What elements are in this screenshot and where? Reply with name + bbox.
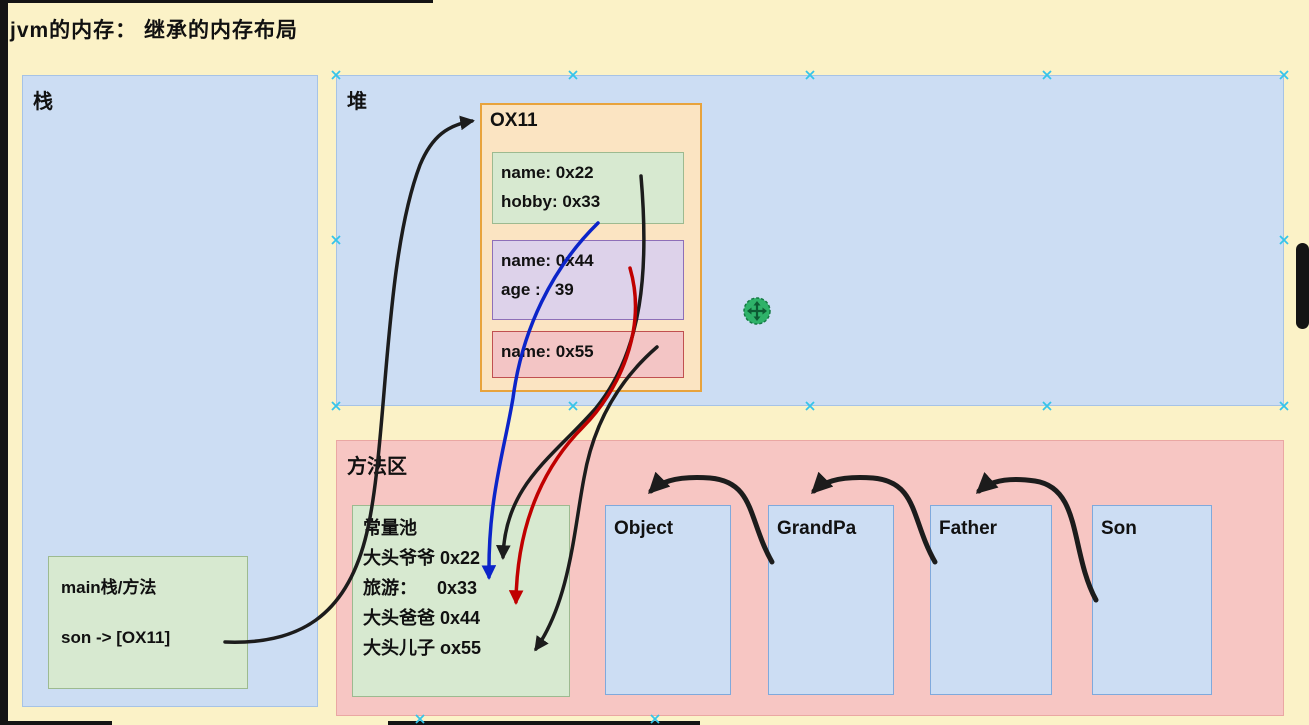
class-box-father[interactable]: Father [930, 505, 1052, 695]
class-name-father: Father [939, 518, 998, 539]
constant-pool-box[interactable]: 常量池 大头爷爷 0x22 旅游： 0x33 大头爸爸 0x44 大头儿子 ox… [352, 505, 570, 697]
heap-box[interactable]: 堆 [336, 75, 1284, 406]
method-area-label: 方法区 [347, 456, 407, 478]
stack-label: 栈 [33, 91, 53, 113]
class-name-object: Object [614, 518, 674, 539]
heap-instance-title: OX11 [490, 110, 538, 131]
scrollbar-thumb[interactable] [1296, 243, 1309, 329]
bottom-middle-strip [388, 721, 700, 725]
instance-father-part[interactable]: name: 0x44 age : 39 [492, 240, 684, 320]
field-name-0x44: name: 0x44 [501, 251, 594, 270]
field-hobby-0x33: hobby: 0x33 [501, 192, 601, 211]
pool-entry-0x44: 大头爸爸 0x44 [363, 608, 481, 628]
pool-entry-ox55: 大头儿子 ox55 [363, 638, 482, 658]
class-box-son[interactable]: Son [1092, 505, 1212, 695]
field-name-0x22: name: 0x22 [501, 163, 594, 182]
class-name-grandpa: GrandPa [777, 518, 857, 539]
page-title: jvm的内存： 继承的内存布局 [10, 19, 299, 42]
constant-pool-title: 常量池 [363, 518, 417, 538]
stack-frame-line1: main栈/方法 [61, 578, 157, 597]
instance-son-part[interactable]: name: 0x55 [492, 331, 684, 378]
field-name-0x55: name: 0x55 [501, 342, 594, 361]
pool-entry-0x22: 大头爷爷 0x22 [363, 548, 481, 568]
instance-grandpa-part[interactable]: name: 0x22 hobby: 0x33 [492, 152, 684, 224]
field-age-39: age : 39 [501, 280, 574, 299]
top-edge-strip [0, 0, 433, 3]
pool-entry-0x33: 旅游： 0x33 [363, 578, 478, 598]
class-name-son: Son [1101, 518, 1137, 539]
class-box-object[interactable]: Object [605, 505, 731, 695]
left-edge-strip [0, 0, 8, 725]
heap-label: 堆 [347, 91, 367, 113]
stack-frame-line2: son -> [OX11] [61, 628, 171, 647]
stack-frame-box[interactable]: main栈/方法 son -> [OX11] [48, 556, 248, 689]
class-box-grandpa[interactable]: GrandPa [768, 505, 894, 695]
bottom-left-strip [0, 721, 112, 725]
